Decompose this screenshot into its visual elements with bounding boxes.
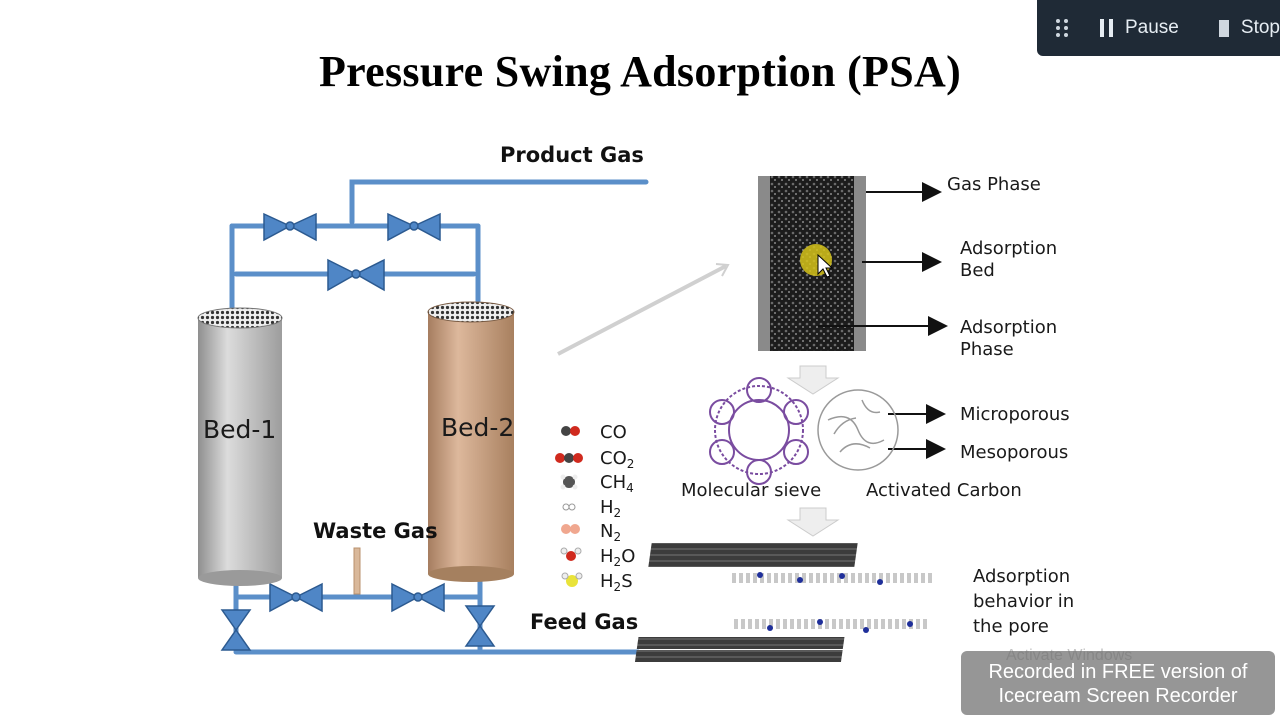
- adsorption-bed-label: Adsorption: [960, 238, 1057, 259]
- activated-carbon-icon: [817, 389, 899, 471]
- slide-title: Pressure Swing Adsorption (PSA): [318, 47, 962, 96]
- watermark-line: Recorded in FREE version of: [988, 661, 1248, 683]
- molecular-sieve-label: Molecular sieve: [681, 480, 821, 501]
- pore-label: the pore: [973, 616, 1049, 637]
- waste-gas-label: Waste Gas: [313, 519, 438, 543]
- down-arrow: [786, 365, 840, 395]
- legend-label: N2: [600, 521, 621, 544]
- zoom-arrow: [557, 264, 727, 356]
- cursor-icon: [817, 253, 834, 278]
- drag-handle-icon[interactable]: [1056, 19, 1068, 37]
- pipework-top: [229, 179, 649, 313]
- bed-2: [427, 301, 515, 582]
- molecular-sieve-icon: [709, 377, 809, 485]
- adsorption-bed-label: Bed: [960, 260, 995, 281]
- pore-label: behavior in: [973, 591, 1074, 612]
- legend-label: CO: [600, 422, 627, 443]
- watermark-line: Icecream Screen Recorder: [998, 685, 1238, 707]
- legend-icons: [555, 426, 583, 587]
- bed-2-label: Bed-2: [441, 413, 514, 442]
- waste-gas-outlet: [353, 547, 361, 595]
- legend-label: H2O: [600, 546, 635, 569]
- recorder-watermark: Recorded in FREE version of Icecream Scr…: [961, 651, 1275, 715]
- pause-button[interactable]: Pause: [1100, 17, 1179, 39]
- pore-label: Adsorption: [973, 566, 1070, 587]
- stop-icon: [1218, 19, 1229, 37]
- valve-icon: [220, 212, 496, 651]
- bed-1-label: Bed-1: [203, 415, 276, 444]
- down-arrow: [786, 507, 840, 537]
- stop-button[interactable]: Stop: [1218, 17, 1280, 39]
- mesoporous-label: Mesoporous: [960, 442, 1068, 463]
- adsorption-phase-label: Adsorption: [960, 317, 1057, 338]
- bed-1: [197, 307, 283, 586]
- gas-phase-label: Gas Phase: [947, 174, 1041, 195]
- legend-label: H2: [600, 497, 621, 520]
- pore-diagram: [634, 543, 932, 662]
- legend-label: H2S: [600, 571, 633, 594]
- microporous-label: Microporous: [960, 404, 1070, 425]
- pause-icon: [1100, 19, 1113, 37]
- legend-label: CO2: [600, 448, 634, 471]
- legend-label: CH4: [600, 472, 634, 495]
- product-gas-label: Product Gas: [500, 143, 644, 167]
- adsorption-phase-label: Phase: [960, 339, 1014, 360]
- activated-carbon-label: Activated Carbon: [866, 480, 1022, 501]
- stop-label: Stop: [1240, 17, 1280, 38]
- pause-label: Pause: [1125, 17, 1179, 38]
- recorder-toolbar: Pause Stop: [1037, 0, 1280, 56]
- feed-gas-label: Feed Gas: [530, 610, 638, 634]
